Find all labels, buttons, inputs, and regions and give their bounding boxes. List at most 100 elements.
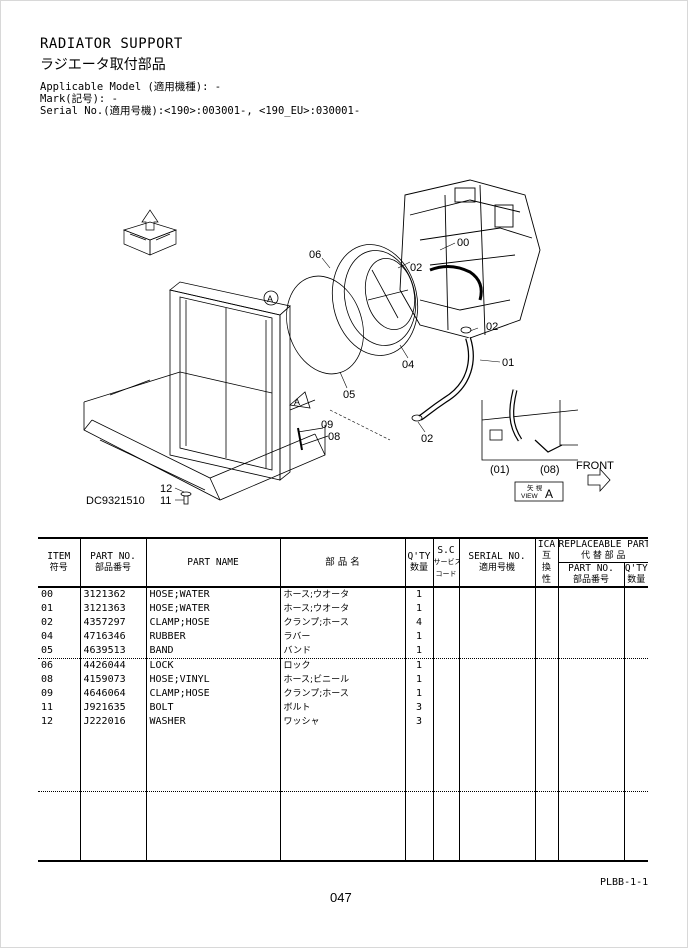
qty-cell: 1 — [404, 658, 433, 673]
front-arrow-icon — [587, 467, 611, 493]
table-row: 12 J222016 WASHER ワッシャ 3 — [38, 715, 649, 729]
item-cell: 04 — [41, 631, 54, 642]
table-row-empty — [38, 729, 649, 792]
table-row: 11 J921635 BOLT ボルト 3 — [38, 701, 649, 715]
qty-cell: 1 — [404, 587, 433, 602]
page-title-jp: ラジエータ取付部品 — [40, 57, 166, 73]
qty-cell: 3 — [404, 701, 433, 715]
part-name-cell: CLAMP;HOSE — [145, 616, 280, 630]
callout: 08 — [328, 431, 340, 443]
jp-name-cell: ボルト — [279, 701, 405, 715]
table-row: 09 4646064 CLAMP;HOSE クランプ;ホース 1 — [38, 687, 649, 701]
item-cell: 01 — [41, 603, 54, 614]
header-part-name: PART NAME — [145, 537, 280, 588]
part-name-cell: WASHER — [145, 715, 280, 729]
qty-cell: 1 — [404, 673, 433, 687]
item-cell: 06 — [41, 660, 54, 671]
diagram-code: DC9321510 — [86, 495, 145, 507]
part-no-cell: 4357297 — [79, 616, 146, 630]
page-number: 047 — [330, 890, 352, 905]
part-name-cell: CLAMP;HOSE — [145, 687, 280, 701]
part-no-cell: 4159073 — [79, 673, 146, 687]
part-name-cell: HOSE;WATER — [145, 602, 280, 616]
item-cell: 11 — [41, 702, 54, 713]
callout: 12 — [160, 483, 172, 495]
jp-name-cell: ラバー — [279, 630, 405, 644]
mark-line: Mark(記号): - — [40, 93, 118, 105]
callout: 11 — [160, 495, 171, 507]
table-row-empty — [38, 791, 649, 862]
jp-name-cell: バンド — [279, 644, 405, 659]
view-box-letter: A — [545, 487, 553, 501]
view-marker-letter: A — [294, 397, 300, 407]
inset-detail — [481, 389, 579, 461]
qty-cell: 4 — [404, 616, 433, 630]
applicable-model-line: Applicable Model (適用機種): - — [40, 81, 222, 93]
view-marker-letter: A — [267, 294, 273, 304]
table-row: 08 4159073 HOSE;VINYL ホース;ビニール 1 — [38, 673, 649, 687]
callout: 00 — [457, 237, 469, 249]
view-box-en: VIEW — [521, 493, 538, 500]
part-no-cell: J222016 — [79, 715, 146, 729]
item-cell: 12 — [41, 716, 54, 727]
part-name-cell: RUBBER — [145, 630, 280, 644]
jp-name-cell: ワッシャ — [279, 715, 405, 729]
part-no-cell: 3121363 — [79, 602, 146, 616]
bolt-washer — [180, 491, 192, 505]
part-name-cell: BAND — [145, 644, 280, 659]
part-no-cell: 3121362 — [79, 587, 146, 602]
clamp — [460, 326, 472, 334]
part-no-cell: 4639513 — [79, 644, 146, 659]
table-row: 04 4716346 RUBBER ラバー 1 — [38, 630, 649, 644]
part-name-cell: HOSE;VINYL — [145, 673, 280, 687]
part-no-cell: J921635 — [79, 701, 146, 715]
qty-cell: 1 — [404, 602, 433, 616]
exploded-view-diagram: 06 00 02 04 01 05 09 08 02 12 11 02 (01)… — [83, 179, 614, 507]
floor-frame — [83, 371, 326, 501]
orientation-icon — [122, 209, 178, 256]
part-no-cell: 4716346 — [79, 630, 146, 644]
qty-cell: 1 — [404, 687, 433, 701]
jp-name-cell: ホース;ウオータ — [279, 602, 405, 616]
qty-cell: 1 — [404, 644, 433, 659]
part-name-cell: BOLT — [145, 701, 280, 715]
item-cell: 09 — [41, 688, 54, 699]
item-cell: 08 — [41, 674, 54, 685]
fan-shroud — [331, 244, 419, 356]
header-rep-part-no: PART NO.部品番号 — [557, 562, 624, 588]
callout: 02 — [486, 321, 498, 333]
clamp — [411, 414, 423, 422]
header-serial: SERIAL NO.適用号機 — [458, 537, 535, 588]
jp-name-cell: ホース;ビニール — [279, 673, 405, 687]
part-no-cell: 4426044 — [79, 658, 146, 673]
view-marker-icon — [289, 391, 311, 409]
callout: 09 — [321, 419, 333, 431]
callout: 02 — [410, 262, 422, 274]
part-name-cell: LOCK — [145, 658, 280, 673]
page-reference: PLBB-1-1 — [600, 877, 649, 888]
serial-line: Serial No.(適用号機):<190>:003001-, <190_EU>… — [40, 105, 361, 117]
header-part-no: PART NO.部品番号 — [79, 537, 146, 588]
callout: 05 — [343, 389, 355, 401]
callout: 04 — [402, 359, 414, 371]
item-cell: 02 — [41, 617, 54, 628]
hose-water — [418, 337, 474, 421]
front-label: FRONT — [576, 460, 614, 472]
table-row: 05 4639513 BAND バンド 1 — [38, 644, 649, 659]
ref-a-circle — [263, 290, 279, 306]
part-name-cell: HOSE;WATER — [145, 587, 280, 602]
item-cell: 00 — [41, 589, 54, 600]
table-row: 00 3121362 HOSE;WATER ホース;ウオータ 1 — [38, 587, 649, 602]
header-jp-name: 部 品 名 — [279, 537, 405, 588]
jp-name-cell: ホース;ウオータ — [279, 587, 405, 602]
inset-callout: (01) — [490, 464, 510, 476]
item-cell: 05 — [38, 644, 80, 659]
qty-cell: 3 — [404, 715, 433, 729]
jp-name-cell: クランプ;ホース — [279, 687, 405, 701]
radiator — [169, 281, 291, 481]
